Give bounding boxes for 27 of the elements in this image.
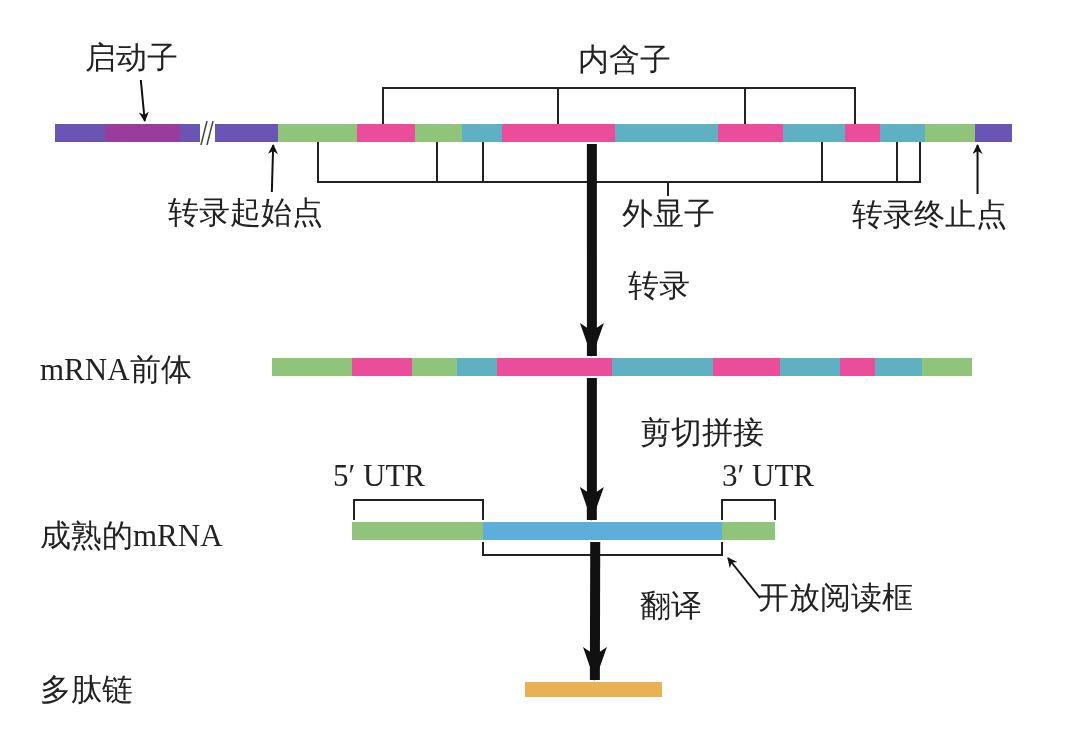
edge-label: 剪切拼接: [640, 415, 764, 451]
arrow: [582, 542, 607, 681]
label-text: 启动子: [85, 40, 178, 76]
coding-segment: [483, 522, 722, 540]
arrow: [579, 144, 604, 357]
arrow: [138, 79, 149, 122]
edge-label: 翻译: [640, 588, 702, 624]
label-text: 成熟的mRNA: [40, 518, 223, 554]
arrow: [727, 557, 761, 599]
label-text: 3′ UTR: [722, 458, 815, 494]
label-text: 开放阅读框: [758, 580, 913, 616]
label-text: 5′ UTR: [333, 458, 426, 494]
label-text: mRNA前体: [40, 352, 192, 388]
label-text: 转录起始点: [168, 195, 323, 231]
label-text: 外显子: [622, 196, 715, 232]
arrow: [579, 378, 604, 521]
label-text: 内含子: [578, 42, 671, 78]
arrow: [267, 144, 278, 193]
promoter-segment: [105, 124, 180, 142]
edge-label: 转录: [628, 268, 690, 304]
polypeptide-bar: [525, 682, 662, 697]
dna-bar: [55, 124, 1012, 142]
pre-mrna-bar: [272, 358, 972, 376]
label-text: 转录终止点: [852, 197, 1007, 233]
arrow: [972, 144, 983, 195]
mature-mrna-bar: [352, 522, 775, 540]
label-text: 多肽链: [40, 672, 133, 708]
